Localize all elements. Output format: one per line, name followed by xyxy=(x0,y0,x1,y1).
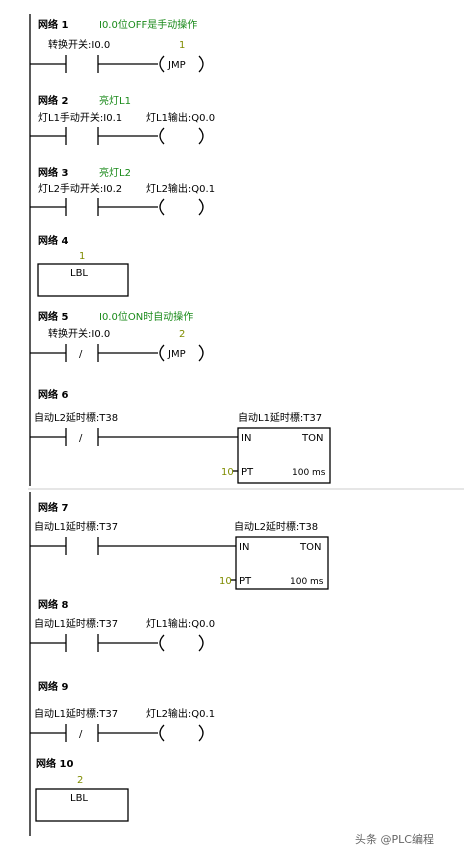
no-contact[interactable] xyxy=(65,634,99,652)
jmp-coil[interactable]: JMP xyxy=(159,55,204,73)
network-title: 网络 8 xyxy=(38,598,68,611)
timer-in: IN xyxy=(239,542,249,553)
network-title: 网络 5 xyxy=(38,310,68,323)
network-title: 网络 4 xyxy=(38,234,68,247)
contact-symbol: / xyxy=(79,433,83,444)
output-coil[interactable] xyxy=(159,198,204,216)
no-contact[interactable] xyxy=(65,55,99,73)
watermark-text: 头条 @PLC编程 xyxy=(355,832,434,846)
network-1: 网络 1 I0.0位OFF是手动操作 转换开关:I0.0 1 JMP xyxy=(30,18,204,73)
contact-label: 转换开关:I0.0 xyxy=(48,327,110,340)
contact-symbol: / xyxy=(79,349,83,360)
coil-label: 灯L2输出:Q0.1 xyxy=(146,182,215,195)
network-title: 网络 6 xyxy=(38,388,68,401)
coil-text: JMP xyxy=(167,349,186,360)
network-title: 网络 3 xyxy=(38,166,68,179)
network-3: 网络 3 亮灯L2 灯L2手动开关:I0.2 灯L2输出:Q0.1 xyxy=(30,166,215,216)
output-coil[interactable] xyxy=(159,724,204,742)
nc-contact[interactable]: / xyxy=(65,344,99,362)
box-parameter: 1 xyxy=(79,251,85,262)
timer-type: TON xyxy=(299,542,321,553)
network-2: 网络 2 亮灯L1 灯L1手动开关:I0.1 灯L1输出:Q0.0 xyxy=(30,94,215,145)
lbl-box[interactable]: LBL xyxy=(35,788,129,822)
timer-preset-value: 10 xyxy=(219,576,232,587)
network-10: 网络 10 2 LBL xyxy=(35,757,129,822)
timer-label: 自动L2延时標:T38 xyxy=(234,520,318,533)
timer-in: IN xyxy=(241,433,251,444)
lbl-box[interactable]: LBL xyxy=(37,263,129,297)
network-4: 网络 4 1 LBL xyxy=(37,234,129,297)
coil-label: 灯L1输出:Q0.0 xyxy=(146,111,215,124)
contact-label: 自动L1延时標:T37 xyxy=(34,707,118,720)
no-contact[interactable] xyxy=(65,198,99,216)
nc-contact[interactable]: / xyxy=(65,724,99,742)
coil-parameter: 2 xyxy=(179,329,185,340)
box-text: LBL xyxy=(70,268,88,279)
network-8: 网络 8 自动L1延时標:T37 灯L1输出:Q0.0 xyxy=(30,598,215,652)
timer-type: TON xyxy=(301,433,323,444)
network-title: 网络 10 xyxy=(36,757,73,770)
output-coil[interactable] xyxy=(159,127,204,145)
contact-label: 自动L2延时標:T38 xyxy=(34,411,118,424)
network-comment: 亮灯L2 xyxy=(99,166,131,179)
jmp-coil[interactable]: JMP xyxy=(159,344,204,362)
network-5: 网络 5 I0.0位ON时自动操作 转换开关:I0.0 2 / JMP xyxy=(30,310,204,362)
no-contact[interactable] xyxy=(65,127,99,145)
contact-label: 自动L1延时標:T37 xyxy=(34,617,118,630)
coil-label: 灯L2输出:Q0.1 xyxy=(146,707,215,720)
network-comment: 亮灯L1 xyxy=(99,94,131,107)
timer-pt: PT xyxy=(239,576,252,587)
box-text: LBL xyxy=(70,793,88,804)
contact-label: 灯L1手动开关:I0.1 xyxy=(38,111,122,124)
network-title: 网络 9 xyxy=(38,680,68,693)
box-parameter: 2 xyxy=(77,775,83,786)
contact-label: 转换开关:I0.0 xyxy=(48,38,110,51)
timer-pt: PT xyxy=(241,467,254,478)
network-9: 网络 9 自动L1延时標:T37 灯L2输出:Q0.1 / xyxy=(30,680,215,742)
network-title: 网络 1 xyxy=(38,18,68,31)
nc-contact[interactable]: / xyxy=(65,428,99,446)
output-coil[interactable] xyxy=(159,634,204,652)
timer-base: 100 ms xyxy=(292,468,326,478)
network-title: 网络 2 xyxy=(38,94,68,107)
timer-base: 100 ms xyxy=(290,577,324,587)
network-title: 网络 7 xyxy=(38,501,68,514)
ton-timer-box[interactable]: IN TON PT 100 ms xyxy=(237,427,331,484)
contact-label: 自动L1延时標:T37 xyxy=(34,520,118,533)
timer-preset-value: 10 xyxy=(221,467,234,478)
network-6: 网络 6 自动L2延时標:T38 自动L1延时標:T37 / IN TON PT… xyxy=(30,388,331,484)
coil-text: JMP xyxy=(167,60,186,71)
contact-label: 灯L2手动开关:I0.2 xyxy=(38,182,122,195)
contact-symbol: / xyxy=(79,729,83,740)
ton-timer-box[interactable]: IN TON PT 100 ms xyxy=(235,536,329,590)
network-comment: I0.0位ON时自动操作 xyxy=(99,310,193,323)
timer-label: 自动L1延时標:T37 xyxy=(238,411,322,424)
no-contact[interactable] xyxy=(65,537,99,555)
coil-parameter: 1 xyxy=(179,40,185,51)
network-comment: I0.0位OFF是手动操作 xyxy=(99,18,197,31)
coil-label: 灯L1输出:Q0.0 xyxy=(146,617,215,630)
network-7: 网络 7 自动L1延时標:T37 自动L2延时標:T38 IN TON PT 1… xyxy=(30,501,329,590)
